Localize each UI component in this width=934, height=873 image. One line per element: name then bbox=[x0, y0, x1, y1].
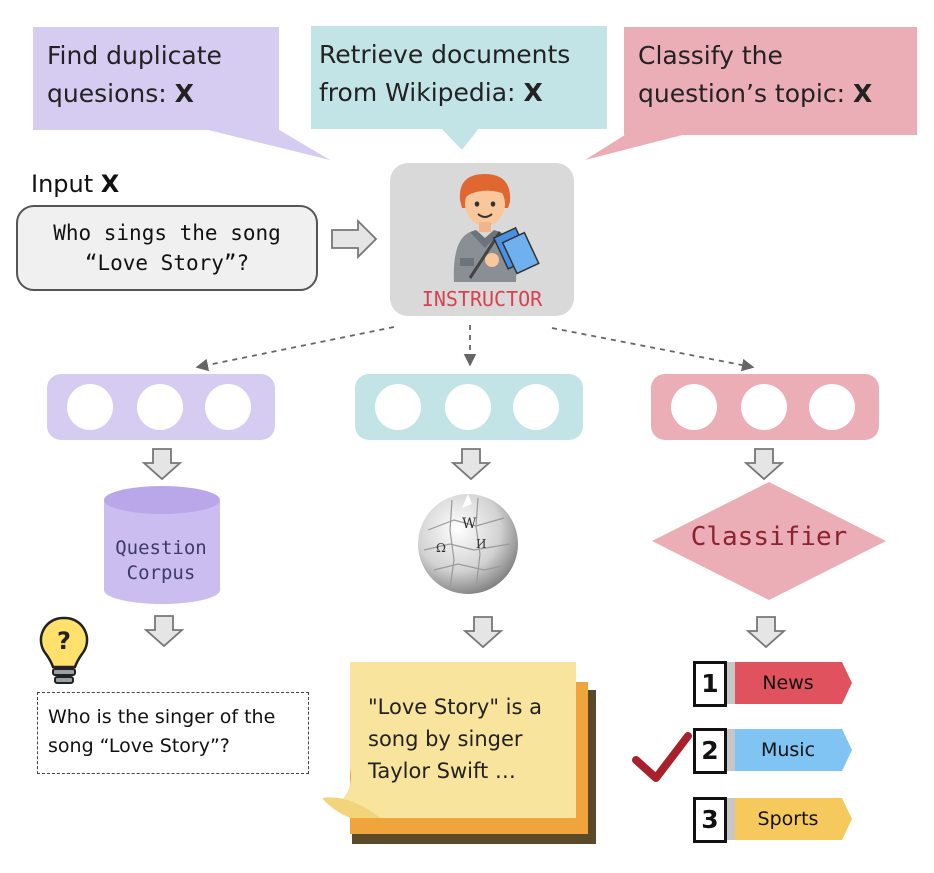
topic-label-news: News bbox=[762, 672, 814, 694]
classifier-diamond bbox=[652, 482, 886, 600]
embedding-dot bbox=[375, 384, 421, 430]
input-label-text: Input bbox=[31, 170, 94, 198]
result-line: Who is the singer of the bbox=[48, 706, 276, 728]
input-variable: X bbox=[852, 79, 873, 108]
topic-banner-music bbox=[728, 729, 852, 771]
input-line: Who sings the song bbox=[53, 221, 281, 245]
svg-text:?: ? bbox=[57, 627, 71, 655]
question-corpus-label: Question Corpus bbox=[105, 536, 217, 586]
embedding-dot bbox=[741, 384, 787, 430]
down-arrow-icon bbox=[462, 616, 504, 649]
bubble-line: Find duplicate bbox=[47, 41, 222, 70]
note-line: song by singer bbox=[368, 727, 523, 751]
note-line: Taylor Swift … bbox=[368, 759, 516, 783]
duplicate-question-result: Who is the singer of the song “Love Stor… bbox=[37, 692, 309, 774]
svg-text:W: W bbox=[462, 516, 477, 532]
embedding-dot bbox=[809, 384, 855, 430]
dashed-arrow-left bbox=[195, 326, 395, 372]
bubble-tail-duplicate bbox=[200, 128, 330, 160]
embedding-dot bbox=[445, 384, 491, 430]
topic-rank-3: 3 bbox=[693, 797, 727, 843]
bubble-line: question’s topic: X bbox=[638, 75, 903, 113]
topic-banner-sports bbox=[728, 798, 852, 840]
embedding-dot bbox=[513, 384, 559, 430]
down-arrow-icon bbox=[743, 448, 785, 481]
svg-text:Ω: Ω bbox=[436, 541, 446, 555]
input-variable: X bbox=[100, 170, 120, 198]
bubble-line: Classify the bbox=[638, 41, 783, 70]
embedding-dot bbox=[205, 384, 251, 430]
instructor-label: INSTRUCTOR bbox=[421, 287, 543, 311]
sticky-note-stack bbox=[322, 662, 596, 844]
lightbulb-question-icon: ? bbox=[39, 616, 89, 684]
embedding-dot bbox=[671, 384, 717, 430]
embedding-dot bbox=[67, 384, 113, 430]
embedding-retrieve bbox=[355, 374, 583, 440]
embedding-dot bbox=[137, 384, 183, 430]
bubble-text: quesions: bbox=[47, 79, 167, 108]
bubble-line: quesions: X bbox=[47, 75, 265, 113]
embedding-classify bbox=[651, 374, 879, 440]
svg-text:И: И bbox=[476, 537, 486, 551]
down-arrow-icon bbox=[143, 615, 185, 648]
down-arrow-icon bbox=[450, 448, 492, 481]
corpus-line: Corpus bbox=[126, 562, 196, 584]
topic-label-sports: Sports bbox=[757, 808, 819, 830]
instructor-person-icon bbox=[453, 174, 540, 282]
topic-rank-2: 2 bbox=[693, 728, 727, 774]
embedding-duplicate bbox=[47, 374, 275, 440]
topic-banner-news bbox=[728, 662, 852, 704]
classifier-label: Classifier bbox=[690, 522, 848, 552]
bubble-text: question’s topic: bbox=[638, 79, 846, 108]
result-line: song “Love Story”? bbox=[48, 735, 230, 757]
bubble-classify-topic: Classify the question’s topic: X bbox=[624, 27, 917, 135]
dashed-arrow-right bbox=[551, 327, 755, 372]
bubble-find-duplicate: Find duplicate quesions: X bbox=[33, 27, 279, 130]
bubble-tail-retrieve bbox=[440, 127, 480, 150]
input-line: “Love Story”? bbox=[84, 251, 250, 275]
input-variable: X bbox=[523, 78, 543, 107]
corpus-line: Question bbox=[115, 537, 207, 559]
bubble-text: from Wikipedia: bbox=[319, 78, 516, 107]
bubble-line: Retrieve documents bbox=[319, 40, 571, 69]
input-variable: X bbox=[174, 79, 194, 108]
database-cylinder-icon bbox=[104, 486, 220, 604]
wikipedia-globe-icon: W Ω И bbox=[418, 494, 518, 594]
topic-rank-1: 1 bbox=[693, 661, 727, 707]
topic-label-music: Music bbox=[760, 739, 816, 761]
checkmark-icon bbox=[632, 732, 692, 782]
input-label: Input X bbox=[31, 170, 119, 198]
right-arrow-icon bbox=[331, 218, 378, 260]
down-arrow-icon bbox=[141, 448, 183, 481]
input-query-box: Who sings the song “Love Story”? bbox=[16, 205, 318, 291]
bubble-retrieve-documents: Retrieve documents from Wikipedia: X bbox=[311, 26, 607, 129]
bubble-tail-classify bbox=[585, 133, 690, 160]
wikipedia-result-note: "Love Story" is a song by singer Taylor … bbox=[368, 691, 578, 787]
bubble-line: from Wikipedia: X bbox=[319, 74, 593, 112]
note-line: "Love Story" is a bbox=[368, 695, 542, 719]
down-arrow-icon bbox=[745, 616, 787, 649]
